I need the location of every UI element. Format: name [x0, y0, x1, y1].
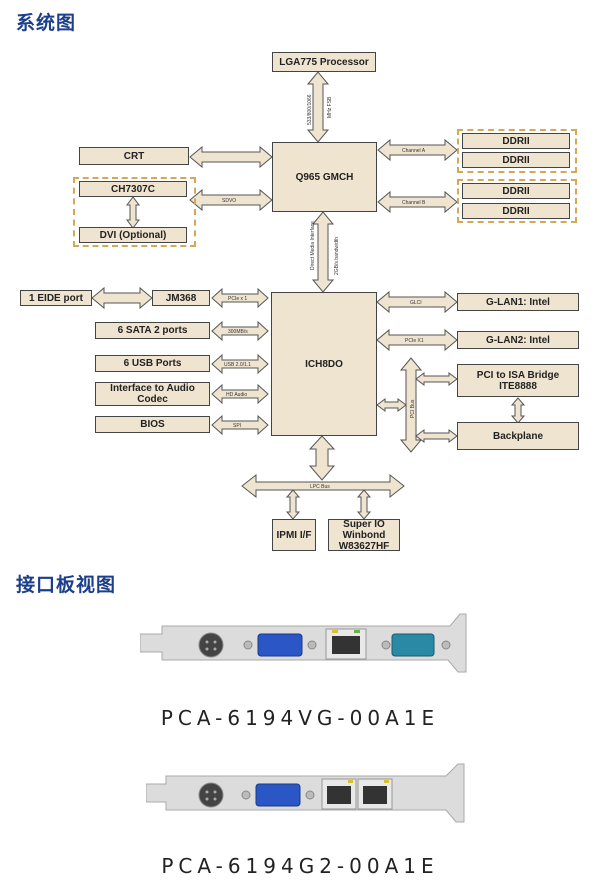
- bracket-1-model: PCA-6194VG-00A1E: [160, 706, 440, 730]
- ddr-box-3: DDRII: [462, 183, 570, 199]
- pci-bus-arrow: [399, 357, 423, 453]
- fsb-label-1: 533/800/1066: [307, 94, 313, 125]
- com-port-icon: [391, 633, 435, 657]
- lpc-bus-arrow: [241, 473, 405, 499]
- dmi-arrow: [311, 211, 335, 293]
- ddr-channel-b-outline: [457, 179, 577, 223]
- pcie-right-label: PCIe X1: [405, 338, 424, 344]
- dmi-label-1: Direct Media Interface: [310, 221, 316, 270]
- audio-box: Interface to Audio Codec: [95, 382, 210, 406]
- eide-box: 1 EIDE port: [20, 290, 92, 306]
- heading-system-diagram: 系统图: [16, 12, 77, 34]
- pci-bridge-arrow: [415, 372, 458, 386]
- usb-arrow: [211, 353, 269, 375]
- ps2-port-icon: [198, 782, 224, 808]
- connection-arrows: .ar{fill:#efe4d0;stroke:#555;stroke-widt…: [91, 71, 526, 520]
- ps2-port-icon: [198, 632, 224, 658]
- vga-port-icon: [255, 783, 301, 807]
- lpc-superio-arrow: [356, 489, 372, 520]
- bracket-2-model: PCA-6194G2-00A1E: [161, 854, 439, 878]
- eide-arrow: [91, 286, 153, 310]
- pci-backplane-arrow: [415, 429, 458, 443]
- audio-arrow: [211, 383, 269, 405]
- bios-box: BIOS: [95, 416, 210, 433]
- bracket-plate: [140, 613, 467, 673]
- bracket-plate: [146, 763, 465, 823]
- jm368-box: JM368: [152, 290, 210, 306]
- lpc-ipmi-arrow: [285, 489, 301, 520]
- vga-port-icon: [257, 633, 303, 657]
- spi-label: SPI: [233, 423, 241, 429]
- pci-bus-label: PCI Bus: [410, 399, 416, 418]
- glan2-box: G-LAN2: Intel: [457, 331, 579, 349]
- ch7307c-box: CH7307C: [79, 181, 187, 197]
- pcie-left-label: PCIe x 1: [228, 296, 247, 302]
- sata-box: 6 SATA 2 ports: [95, 322, 210, 339]
- gmch-box: Q965 GMCH: [272, 142, 377, 212]
- ich-pci-arrow: [376, 398, 407, 412]
- superio-box: Super IO Winbond W83627HF: [328, 519, 400, 552]
- processor-box: LGA775 Processor: [272, 52, 376, 72]
- ddr-box-4: DDRII: [462, 203, 570, 219]
- spi-arrow: [211, 414, 269, 436]
- ddr-box-1: DDRII: [462, 133, 570, 149]
- ich-lpc-arrow: [308, 435, 336, 481]
- glan1-box: G-LAN1: Intel: [457, 293, 579, 311]
- crt-box: CRT: [79, 147, 189, 165]
- channel-b-label: Channel B: [402, 200, 426, 206]
- pcie-left-arrow: [211, 287, 269, 309]
- sata-label: 300MB/s: [228, 329, 248, 335]
- pci-isa-bridge-box: PCI to ISA Bridge ITE8888: [457, 364, 579, 397]
- usb-box: 6 USB Ports: [95, 355, 210, 372]
- ipmi-box: IPMI I/F: [272, 519, 316, 551]
- fsb-label-2: MHz FSB: [327, 96, 333, 118]
- io-bracket-2: [146, 763, 465, 823]
- sata-arrow: [211, 320, 269, 342]
- sdvo-label: SDVO: [222, 198, 236, 204]
- bridge-backplane-arrow: [510, 397, 526, 424]
- usb-label: USB 2.0/1.1: [224, 362, 251, 368]
- dvi-group-outline: [73, 177, 196, 247]
- backplane-box: Backplane: [457, 422, 579, 450]
- io-bracket-1: [140, 613, 467, 673]
- heading-io-bracket-view: 接口板视图: [16, 574, 117, 596]
- channel-a-label: Channel A: [402, 148, 426, 154]
- ich-box: ICH8DO: [271, 292, 377, 436]
- dvi-box: DVI (Optional): [79, 227, 187, 243]
- lpc-bus-label: LPC Bus: [310, 484, 330, 490]
- ddr-box-2: DDRII: [462, 152, 570, 168]
- dmi-label-2: 2GB/s bandwidth: [334, 237, 340, 275]
- crt-arrow: [189, 145, 273, 169]
- ddr-channel-a-outline: [457, 129, 577, 173]
- glci-label: GLCI: [410, 300, 422, 306]
- audio-label: HD Audio: [226, 392, 247, 398]
